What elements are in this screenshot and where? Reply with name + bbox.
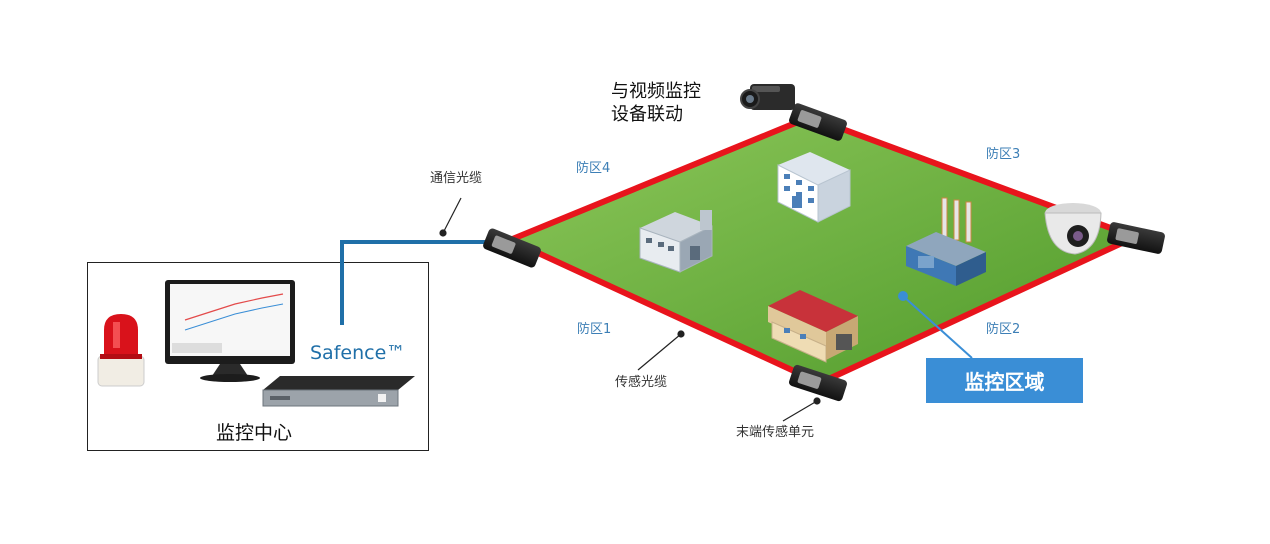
- building-icon: [777, 152, 851, 223]
- sensing-cable-label: 传感光缆: [615, 375, 668, 390]
- video-link-label: 与视频监控 设备联动: [611, 80, 701, 127]
- comm-cable-label: 通信光缆: [430, 171, 483, 186]
- monitor-center-label: 监控中心: [216, 422, 293, 444]
- monitor-region-badge: 监控区域: [926, 358, 1083, 403]
- sensor-unit-icon: [789, 103, 847, 141]
- product-label: Safence™: [310, 342, 406, 364]
- camera-icon: [740, 84, 795, 110]
- zone-2-label: 防区2: [986, 322, 1021, 337]
- zone-4-label: 防区4: [576, 161, 611, 176]
- comm-cable-leader: [442, 197, 462, 234]
- warehouse-icon: [768, 290, 858, 363]
- region-leader: [902, 295, 973, 359]
- zone-1-label: 防区1: [577, 322, 612, 337]
- terminal-unit-label: 末端传感单元: [736, 425, 815, 440]
- alarm-light-icon: [97, 314, 145, 387]
- terminal-unit-leader: [782, 400, 818, 422]
- sensor-unit-icon: [483, 228, 541, 268]
- dome-camera-icon: [1044, 203, 1102, 255]
- video-link-line-1: 与视频监控: [611, 81, 701, 102]
- sensing-cable-leader: [637, 333, 682, 371]
- building-icon: [639, 210, 713, 273]
- monitor-icon: [165, 280, 295, 382]
- video-link-line-2: 设备联动: [611, 104, 683, 126]
- sensor-unit-icon: [789, 364, 847, 402]
- rack-device-icon: [262, 376, 415, 407]
- zone-3-label: 防区3: [986, 147, 1021, 162]
- sensor-unit-icon: [1107, 222, 1165, 254]
- factory-icon: [906, 197, 986, 286]
